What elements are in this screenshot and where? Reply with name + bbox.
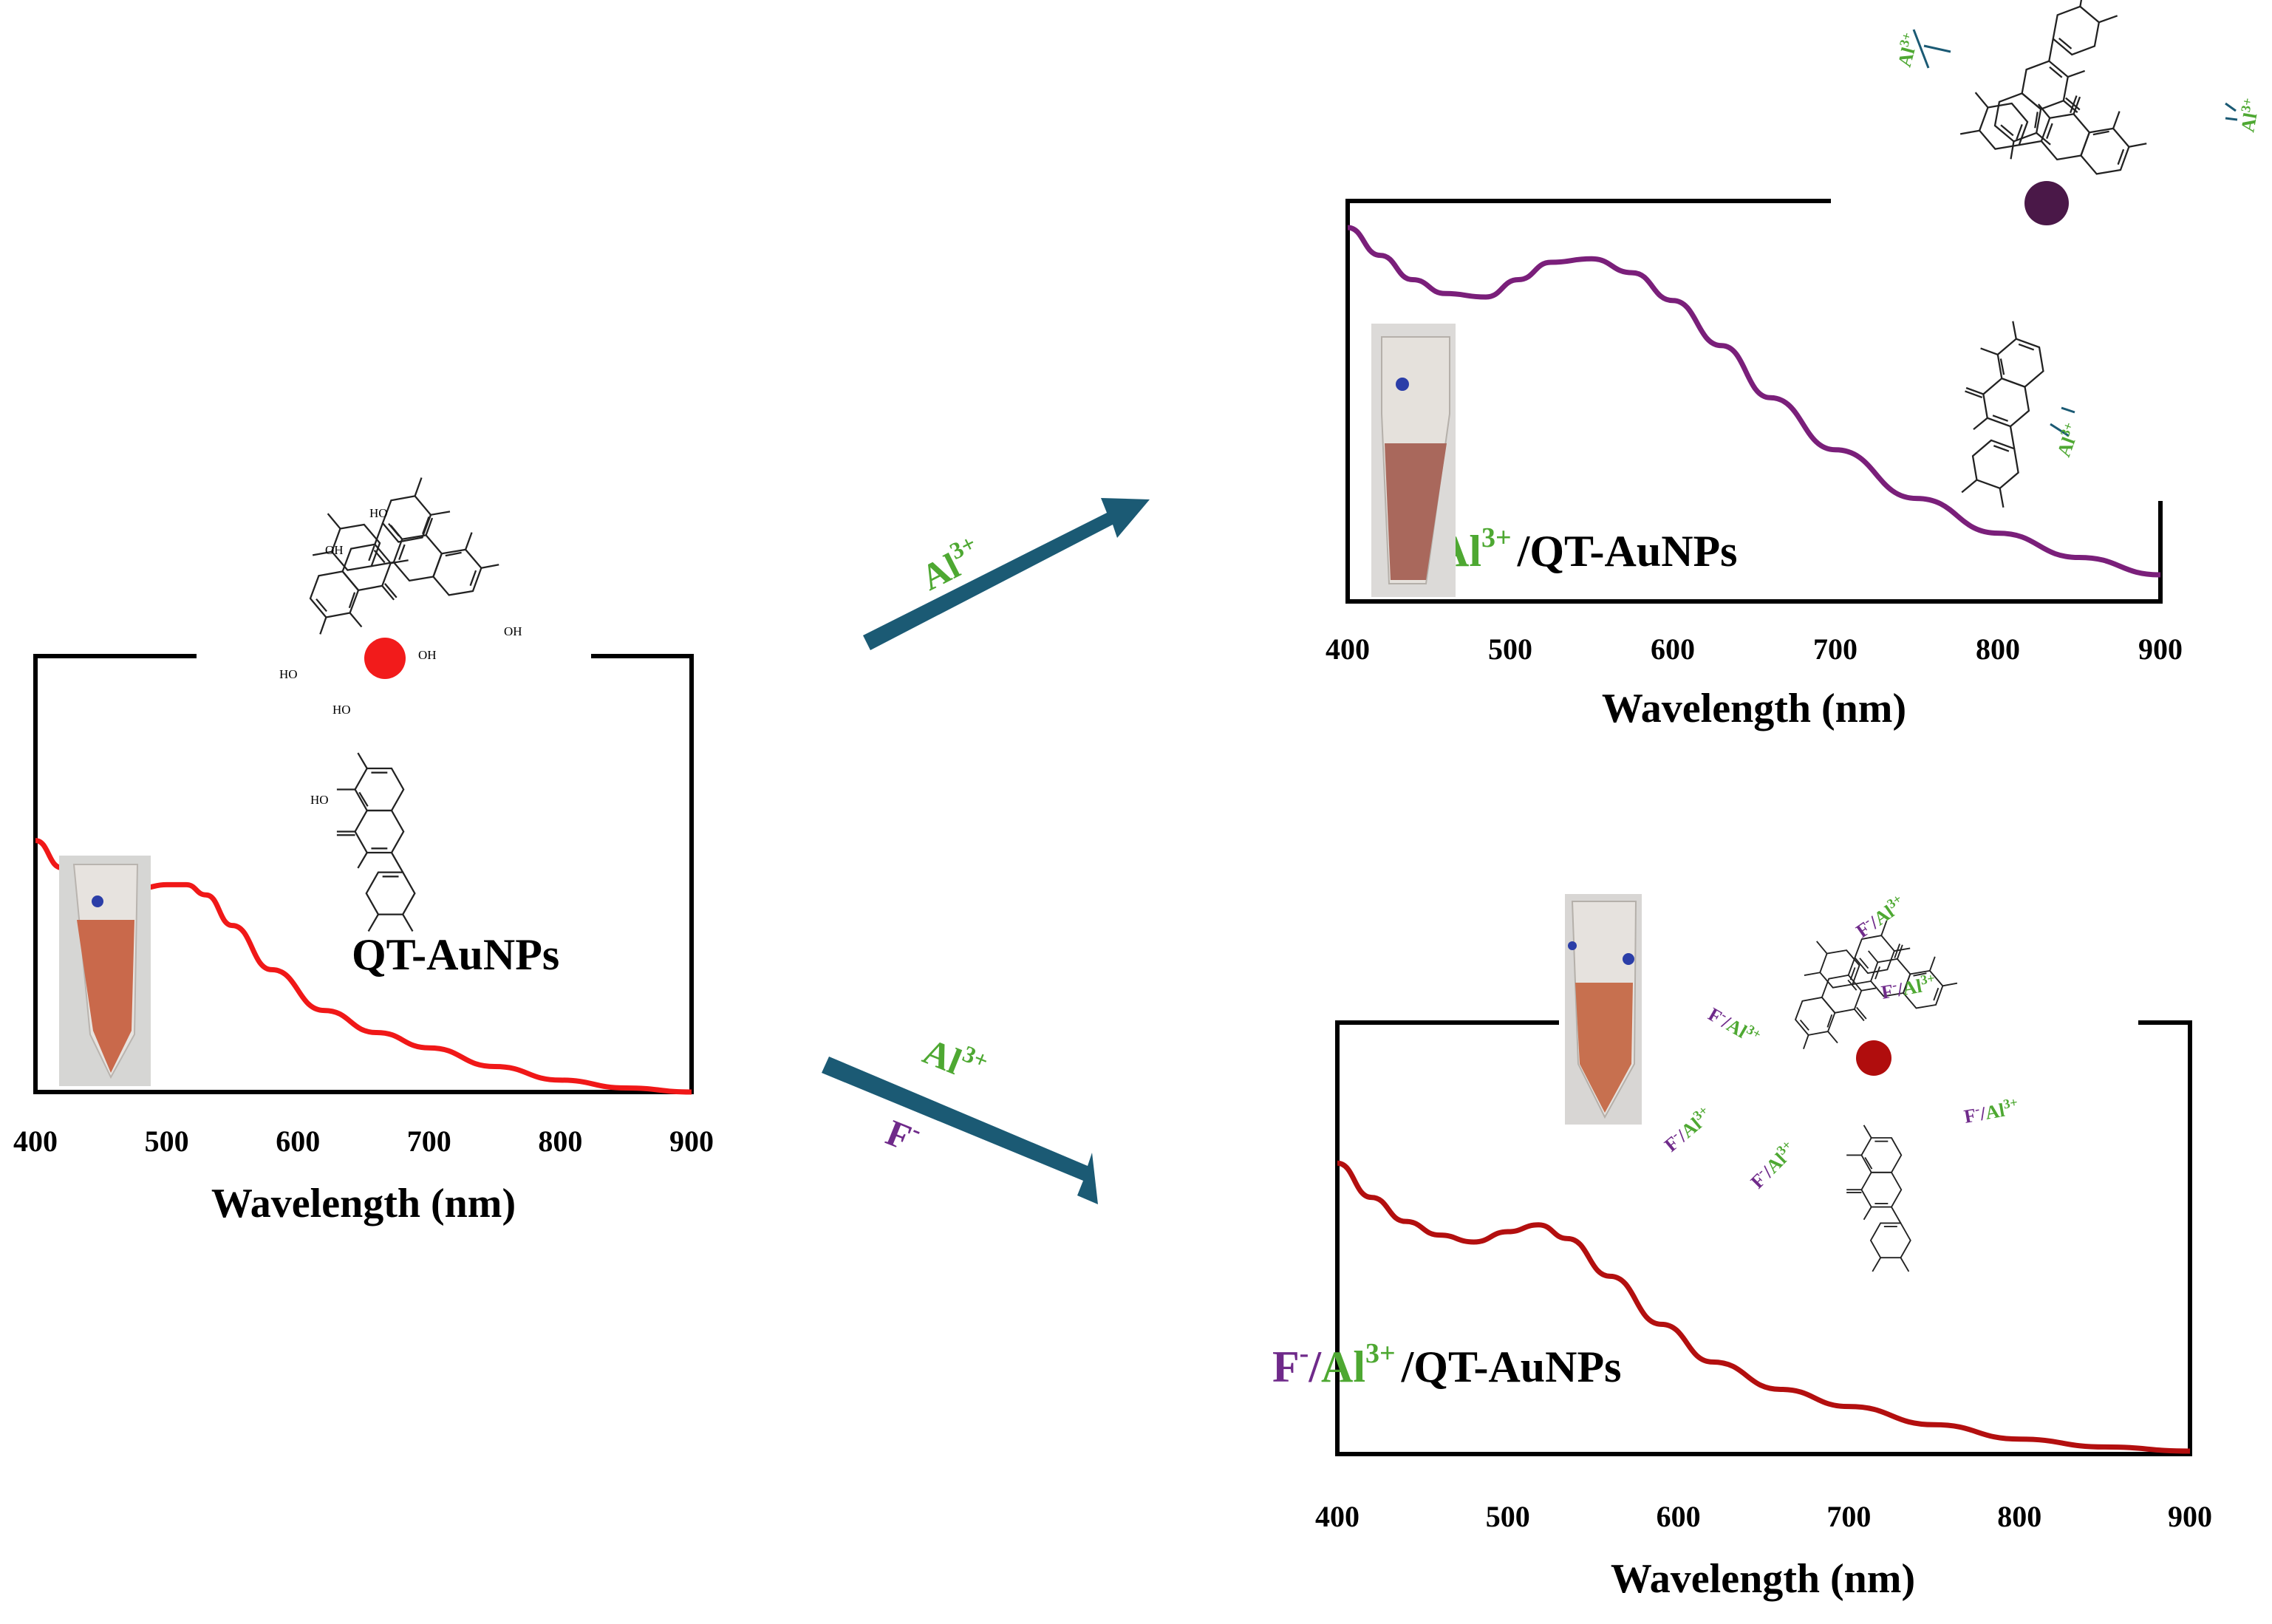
al-tag: Al3+ <box>2051 420 2085 460</box>
molecule-labels-left: OH HO OH HO OH HO HO <box>279 506 522 807</box>
atom-label: OH <box>418 648 437 662</box>
al-tag-sup: 3+ <box>2238 97 2255 113</box>
fluoride-aluminium-tag: F-/Al3+ <box>1659 1102 1716 1156</box>
panel-left-frame <box>33 654 694 1094</box>
sample-f-sup: - <box>1300 1338 1309 1369</box>
al-tag-text: Al <box>2053 434 2079 460</box>
panel-upper-right-frame <box>1345 199 2163 604</box>
x-tick-label: 800 <box>1997 1500 2041 1533</box>
al-tag: Al3+ <box>2234 97 2263 134</box>
x-axis-label-upper-right: Wavelength (nm) <box>1602 686 1906 731</box>
series-line-upper-right <box>1347 225 2161 578</box>
arrow-lower-al: Al <box>918 1030 967 1082</box>
panel-left: 400 500 600 700 800 900 Wavelength (nm) QT-Au… <box>13 475 714 1226</box>
x-tick-label: 500 <box>1488 632 1532 666</box>
quercetin-molecule <box>1931 313 2067 509</box>
x-tick-label: 900 <box>669 1125 714 1158</box>
quercetin-molecule <box>1803 916 1964 1028</box>
x-tick-label: 500 <box>145 1125 189 1158</box>
x-tick-label: 700 <box>1813 632 1857 666</box>
sample-label-upper-right: Al3+/QT-AuNPs <box>1437 522 1738 576</box>
fluoride-aluminium-tag: F-/Al3+ <box>1851 891 1909 942</box>
al-coordination-bonds <box>1912 29 2238 437</box>
sample-label-lower-right: F-/Al3+/QT-AuNPs <box>1272 1338 1622 1391</box>
sample-rest: /QT-AuNPs <box>1517 527 1738 576</box>
sample-f: F <box>1272 1342 1300 1391</box>
atom-label: HO <box>279 667 298 681</box>
sample-al-sup: 3+ <box>1365 1338 1396 1369</box>
fluoride-aluminium-tag: F-/Al3+ <box>1745 1137 1801 1193</box>
panel-lower-right-frame <box>1335 1020 2192 1456</box>
quercetin-molecule <box>1959 61 2155 198</box>
series-line-lower-right <box>1337 1160 2191 1454</box>
atom-label: OH <box>504 624 522 638</box>
reaction-arrow-upper: Al3+ <box>863 498 1150 650</box>
atom-label: HO <box>310 793 329 807</box>
reaction-arrow-lower: Al3+ F- <box>822 1026 1098 1204</box>
quercetin-nanoparticle-cluster-upper-right: Al3+ Al3+ Al3+ <box>1891 0 2263 509</box>
quercetin-molecule <box>335 751 416 932</box>
sample-sep: / <box>1308 1342 1322 1391</box>
x-tick-label: 400 <box>1326 632 1370 666</box>
fluoride-aluminium-tag: F-/Al3+ <box>1962 1094 2020 1127</box>
sample-al: Al <box>1321 1342 1365 1391</box>
panel-lower-right: 400 500 600 700 800 900 Wavelength (nm) F-/Al… <box>1272 891 2212 1602</box>
x-axis-label-left: Wavelength (nm) <box>211 1181 516 1226</box>
quercetin-molecule <box>282 475 471 652</box>
quercetin-nanoparticle-cluster-lower-right: F-/Al3+ F-/Al3+ F-/Al3+ F-/Al3+ F-/Al3+ F-/Al… <box>1659 891 2020 1272</box>
tube-photo-lower-right <box>1565 894 1642 1125</box>
x-tick-label: 900 <box>2168 1500 2212 1533</box>
atom-label: OH <box>325 543 344 557</box>
ticks-lower-right: 400 500 600 700 800 900 <box>1315 1500 2212 1533</box>
fluoride-aluminium-tags: F-/Al3+ F-/Al3+ F-/Al3+ F-/Al3+ F-/Al3+ F-/Al… <box>1659 891 2020 1193</box>
quercetin-molecule <box>1846 1124 1911 1272</box>
al-tag-text: Al <box>2237 111 2261 134</box>
x-tick-label: 400 <box>13 1125 58 1158</box>
x-axis-label-lower-right: Wavelength (nm) <box>1611 1556 1915 1602</box>
gold-nanoparticle-red <box>364 638 406 679</box>
x-tick-label: 600 <box>1657 1500 1701 1533</box>
sample-al-sup: 3+ <box>1481 522 1512 553</box>
gold-nanoparticle-aggregated <box>2024 181 2069 225</box>
al-tag-sup: 3+ <box>1897 31 1914 49</box>
quercetin-nanoparticle-cluster-left: OH HO OH HO OH HO HO <box>279 475 522 932</box>
x-tick-label: 600 <box>276 1125 320 1158</box>
sample-label-left: QT-AuNPs <box>352 930 559 979</box>
sample-rest: /QT-AuNPs <box>1401 1342 1622 1391</box>
x-tick-label: 400 <box>1315 1500 1360 1533</box>
x-tick-label: 700 <box>407 1125 451 1158</box>
atom-label: HO <box>332 703 351 717</box>
al-tag: Al3+ <box>1891 31 1923 69</box>
x-tick-label: 600 <box>1651 632 1695 666</box>
arrow-lower-label-al: Al3+ <box>918 1026 992 1092</box>
fluoride-aluminium-tag: F-/Al3+ <box>1705 1001 1764 1049</box>
arrow-lower-label-f: F- <box>881 1108 926 1161</box>
ticks-left: 400 500 600 700 800 900 <box>13 1125 714 1158</box>
x-tick-label: 800 <box>538 1125 582 1158</box>
tube-photo-upper-right <box>1371 324 1456 597</box>
gold-nanoparticle-redispersed <box>1856 1040 1891 1076</box>
fluoride-aluminium-tag: F-/Al3+ <box>1879 970 1937 1003</box>
arrow-lower-shape <box>822 1057 1098 1204</box>
arrow-upper-shape <box>863 498 1150 650</box>
ticks-upper-right: 400 500 600 700 800 900 <box>1326 632 2183 666</box>
x-tick-label: 500 <box>1486 1500 1530 1533</box>
tube-photo-left <box>59 856 151 1086</box>
x-tick-label: 900 <box>2138 632 2183 666</box>
x-tick-label: 800 <box>1976 632 2020 666</box>
x-tick-label: 700 <box>1826 1500 1871 1533</box>
atom-label: HO <box>369 506 388 520</box>
al-tag-text: Al <box>1894 45 1920 69</box>
